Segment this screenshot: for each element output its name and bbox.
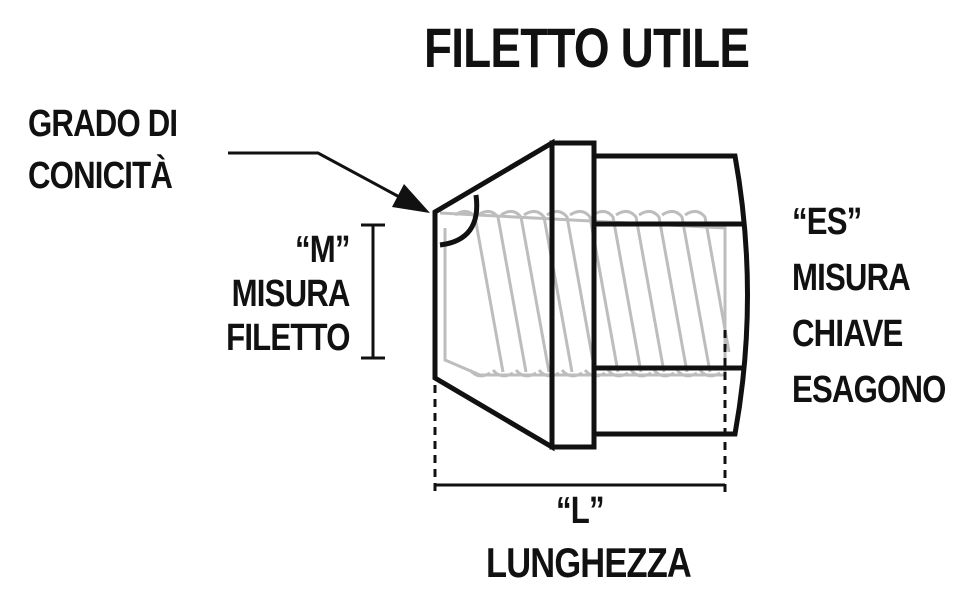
thread-symbol: “M” [295,229,350,271]
taper-line-2: CONICITÀ [28,155,173,197]
length-symbol: “L” [556,490,605,532]
thread-size-label: “M” MISURA FILETTO [226,228,350,360]
thread-line-2: FILETTO [226,317,350,359]
hex-symbol: “ES” [792,201,862,243]
length-label: LUNGHEZZA [486,539,692,586]
taper-arrow-icon [228,151,430,213]
thread-helix [439,210,731,378]
length-dimension-bar [433,330,727,495]
hex-line-3: ESAGONO [792,369,946,411]
diagram-title: FILETTO UTILE [424,16,750,79]
hex-line-2: CHIAVE [792,313,903,355]
taper-degree-label: GRADO DI CONICITÀ [28,98,178,202]
hex-line-1: MISURA [792,257,911,299]
thread-dimension-bar [361,223,385,360]
nut-outline [432,138,750,452]
taper-line-1: GRADO DI [28,103,178,145]
hex-size-label: “ES” MISURA CHIAVE ESAGONO [792,194,946,418]
thread-line-1: MISURA [232,273,351,315]
